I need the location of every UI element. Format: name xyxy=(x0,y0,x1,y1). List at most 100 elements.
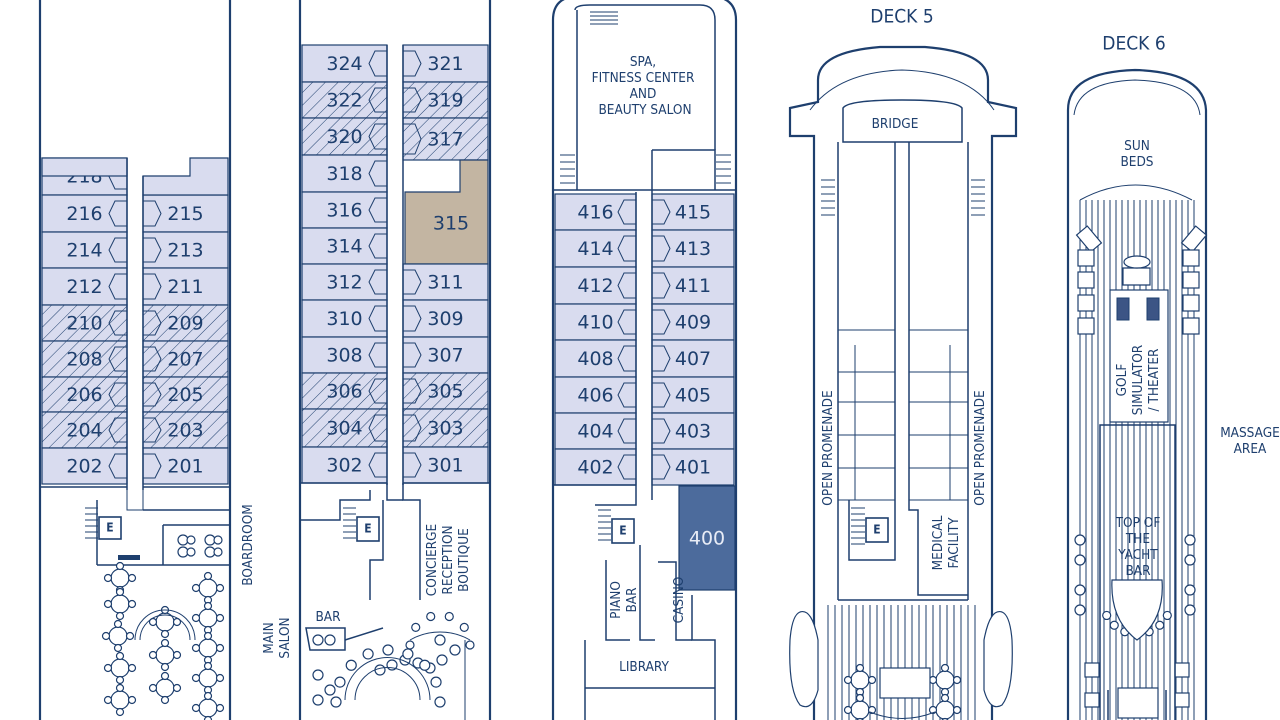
piano-bar-label-1: PIANO xyxy=(608,581,624,619)
svg-text:211: 211 xyxy=(167,276,203,298)
deck-3-elevator: E xyxy=(343,507,380,542)
cabin-416: 416 xyxy=(554,193,637,231)
svg-text:412: 412 xyxy=(577,275,613,297)
cabin-306: 306 xyxy=(301,372,388,410)
yacht-bar-label-4: BAR xyxy=(1125,563,1151,579)
cabin-301: 301 xyxy=(402,446,489,484)
cabin-304: 304 xyxy=(301,408,388,448)
svg-text:307: 307 xyxy=(427,345,463,367)
medical-label-2: FACILITY xyxy=(946,517,962,569)
deck-2-elevator: E xyxy=(85,507,140,560)
deck-6: DECK 6 SUN BEDS GOLF SIMULATOR / THEATER… xyxy=(1066,33,1208,720)
cabin-305: 305 xyxy=(402,372,489,410)
cabin-314: 314 xyxy=(301,227,388,265)
cabin-303: 303 xyxy=(402,408,489,448)
cabin-415: 415 xyxy=(651,193,735,231)
deck-4-cabins: 4164144124104084064044024154134114094074… xyxy=(554,193,736,591)
cabin-310: 310 xyxy=(301,299,388,338)
svg-text:405: 405 xyxy=(675,385,711,407)
cabin-311: 311 xyxy=(402,263,489,301)
cabin-309: 309 xyxy=(402,299,489,338)
svg-text:E: E xyxy=(619,524,626,538)
svg-text:401: 401 xyxy=(675,457,711,479)
massage-area-label-1: MASSAGE xyxy=(1220,425,1280,441)
deck-5-title: DECK 5 xyxy=(870,6,933,28)
cabin-211: 211 xyxy=(142,267,229,306)
cabin-317: 317 xyxy=(402,117,489,161)
cabin-208: 208 xyxy=(41,340,128,378)
svg-text:411: 411 xyxy=(675,275,711,297)
svg-text:400: 400 xyxy=(689,528,725,550)
spa-label-3: AND xyxy=(630,86,657,102)
svg-text:205: 205 xyxy=(167,384,203,406)
spa-label-2: FITNESS CENTER xyxy=(592,70,695,86)
cabin-412: 412 xyxy=(554,266,637,305)
cabin-410: 410 xyxy=(554,303,637,341)
svg-text:304: 304 xyxy=(326,418,362,440)
deck-6-furniture xyxy=(1074,225,1208,708)
svg-text:203: 203 xyxy=(167,420,203,442)
cabin-403: 403 xyxy=(651,412,735,450)
cabin-302: 302 xyxy=(301,446,388,484)
svg-text:212: 212 xyxy=(66,276,102,298)
deck-6-title: DECK 6 xyxy=(1102,33,1165,55)
deck-5-tables xyxy=(843,663,962,720)
bar-label: BAR xyxy=(315,609,341,625)
yacht-bar-label-1: TOP OF xyxy=(1115,515,1161,531)
deck-2-cabins: 2182162142122102082062042022152132112092… xyxy=(41,157,229,485)
svg-text:406: 406 xyxy=(577,385,613,407)
concierge-label-3: BOUTIQUE xyxy=(456,528,472,592)
cabin-316: 316 xyxy=(301,191,388,229)
svg-text:209: 209 xyxy=(167,313,203,335)
bridge-label: BRIDGE xyxy=(872,116,919,132)
cabin-404: 404 xyxy=(554,412,637,450)
cabin-407: 407 xyxy=(651,339,735,378)
main-salon-seating xyxy=(101,561,225,720)
cabin-205: 205 xyxy=(142,376,229,413)
cabin-203: 203 xyxy=(142,411,229,449)
svg-text:308: 308 xyxy=(326,345,362,367)
cabin-401: 401 xyxy=(651,448,735,486)
sun-beds-label-1: SUN xyxy=(1124,138,1150,154)
svg-text:E: E xyxy=(873,523,880,537)
golf-label-3: / THEATER xyxy=(1146,348,1162,412)
open-promenade-right: OPEN PROMENADE xyxy=(972,390,988,505)
svg-text:317: 317 xyxy=(427,129,463,151)
cabin-213: 213 xyxy=(142,231,229,269)
svg-text:413: 413 xyxy=(675,238,711,260)
svg-text:403: 403 xyxy=(675,421,711,443)
spa-label-1: SPA, xyxy=(630,54,656,70)
svg-text:207: 207 xyxy=(167,349,203,371)
cabin-207: 207 xyxy=(142,340,229,378)
cabin-319: 319 xyxy=(402,81,489,119)
svg-text:213: 213 xyxy=(167,240,203,262)
casino-label: CASINO xyxy=(671,577,687,624)
golf-label-1: GOLF xyxy=(1114,364,1130,397)
deck-4-elevator: E xyxy=(598,509,635,544)
svg-text:322: 322 xyxy=(326,90,362,112)
svg-text:404: 404 xyxy=(577,421,613,443)
cabin-321: 321 xyxy=(402,44,489,83)
cabin-214: 214 xyxy=(41,231,128,269)
svg-text:312: 312 xyxy=(326,272,362,294)
cabin-408: 408 xyxy=(554,339,637,378)
svg-text:305: 305 xyxy=(427,381,463,403)
svg-text:202: 202 xyxy=(66,456,102,478)
deck-5-elevator: E xyxy=(851,507,889,545)
svg-text:309: 309 xyxy=(427,308,463,330)
svg-text:415: 415 xyxy=(675,202,711,224)
cabin-307: 307 xyxy=(402,336,489,374)
svg-text:311: 311 xyxy=(427,272,463,294)
svg-text:324: 324 xyxy=(326,53,362,75)
cabin-206: 206 xyxy=(41,376,128,413)
cabin-204: 204 xyxy=(41,411,128,449)
yacht-bar-label-3: YACHT xyxy=(1117,547,1158,563)
svg-text:319: 319 xyxy=(427,90,463,112)
svg-text:215: 215 xyxy=(167,203,203,225)
sun-beds-label-2: BEDS xyxy=(1120,154,1153,170)
svg-text:320: 320 xyxy=(326,126,362,148)
cabin-215: 215 xyxy=(142,194,229,233)
library-label: LIBRARY xyxy=(619,659,669,675)
svg-text:201: 201 xyxy=(167,456,203,478)
